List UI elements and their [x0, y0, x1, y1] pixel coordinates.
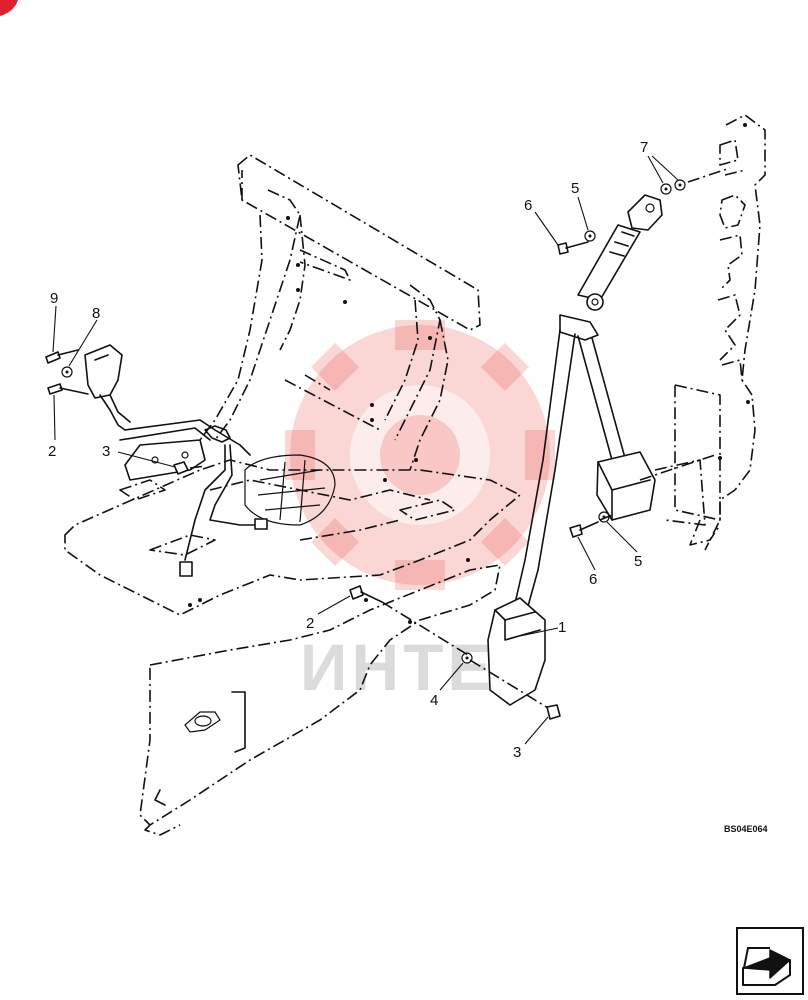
callout-2-lower: 2: [306, 615, 314, 632]
callout-3-left: 3: [102, 443, 110, 460]
corner-mark: [0, 0, 18, 16]
left-nut: [173, 461, 189, 475]
seat-bracket-oval: [244, 454, 336, 526]
cab-frame: [64, 154, 521, 616]
right-hardware: [349, 179, 686, 720]
side-panel: [139, 564, 501, 836]
callout-5-lower: 5: [634, 553, 642, 570]
left-buckle-assembly: [84, 344, 268, 577]
watermark-logo: [285, 320, 555, 590]
callout-labels: 9 8 2 3 6 5 7 5 6 1 2 4 3: [48, 139, 648, 761]
left-bolt-washer: [45, 349, 89, 395]
callout-9: 9: [50, 290, 58, 307]
callout-3-lower: 3: [513, 744, 521, 761]
callout-7: 7: [640, 139, 648, 156]
assembly-centerlines: [189, 167, 731, 709]
callout-4: 4: [430, 692, 438, 709]
right-pillar: [654, 114, 766, 551]
callout-6-lower: 6: [589, 571, 597, 588]
callout-8: 8: [92, 305, 100, 322]
drawing-code: BS04E064: [724, 824, 768, 834]
next-page-arrow-icon[interactable]: [736, 927, 804, 995]
callout-6-top: 6: [524, 197, 532, 214]
leader-lines: [52, 155, 679, 745]
shoulder-belt-assembly: [487, 194, 663, 706]
callout-2-left: 2: [48, 443, 56, 460]
callout-5-top: 5: [571, 180, 579, 197]
callout-1: 1: [558, 619, 566, 636]
